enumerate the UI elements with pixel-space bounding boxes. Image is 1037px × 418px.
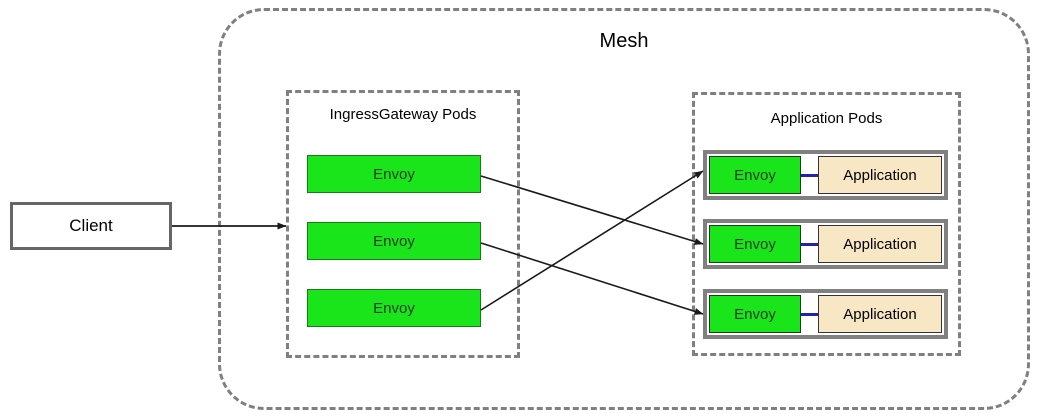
client-label: Client <box>69 216 113 235</box>
application-pod-3-app-label: Application <box>843 305 917 323</box>
application-pod-2-connector <box>801 223 818 265</box>
application-pod-3-envoy[interactable]: Envoy <box>709 295 801 333</box>
application-pod-1-connector <box>801 154 818 196</box>
ingress-envoy-box-3[interactable]: Envoy <box>307 289 481 327</box>
application-pod-2-app[interactable]: Application <box>818 225 942 263</box>
application-pods-group <box>692 92 961 356</box>
application-pod-1-link-line <box>801 174 818 177</box>
application-pod-3[interactable]: Envoy Application <box>703 289 948 339</box>
application-pod-2-envoy[interactable]: Envoy <box>709 225 801 263</box>
ingress-envoy-label-3: Envoy <box>373 299 415 317</box>
application-pod-3-envoy-label: Envoy <box>734 305 776 323</box>
application-pods-title: Application Pods <box>770 110 883 127</box>
ingress-gateway-pods-title: IngressGateway Pods <box>329 106 477 123</box>
application-pod-1-app[interactable]: Application <box>818 156 942 194</box>
arrow-ingress-envoy-3-to-app-pod-1 <box>480 170 704 311</box>
application-pod-1-envoy[interactable]: Envoy <box>709 156 801 194</box>
application-pod-2-envoy-label: Envoy <box>734 235 776 253</box>
ingress-envoy-box-2[interactable]: Envoy <box>307 222 481 260</box>
client-box[interactable]: Client <box>10 202 172 250</box>
ingress-envoy-label-2: Envoy <box>373 232 415 250</box>
application-pod-2[interactable]: Envoy Application <box>703 219 948 269</box>
mesh-title: Mesh <box>599 30 649 52</box>
application-pod-3-app[interactable]: Application <box>818 295 942 333</box>
ingress-envoy-box-1[interactable]: Envoy <box>307 155 481 193</box>
mesh-boundary <box>218 8 1030 410</box>
application-pod-2-app-label: Application <box>843 235 917 253</box>
application-pod-2-link-line <box>801 243 818 246</box>
application-pod-1[interactable]: Envoy Application <box>703 150 948 200</box>
arrow-ingress-envoy-1-to-app-pod-2 <box>480 175 704 245</box>
arrow-ingress-envoy-2-to-app-pod-3 <box>480 242 704 315</box>
ingress-gateway-pods-group <box>286 90 520 358</box>
application-pod-3-link-line <box>801 313 818 316</box>
ingress-envoy-label-1: Envoy <box>373 165 415 183</box>
application-pod-1-envoy-label: Envoy <box>734 166 776 184</box>
application-pod-3-connector <box>801 293 818 335</box>
application-pod-1-app-label: Application <box>843 166 917 184</box>
